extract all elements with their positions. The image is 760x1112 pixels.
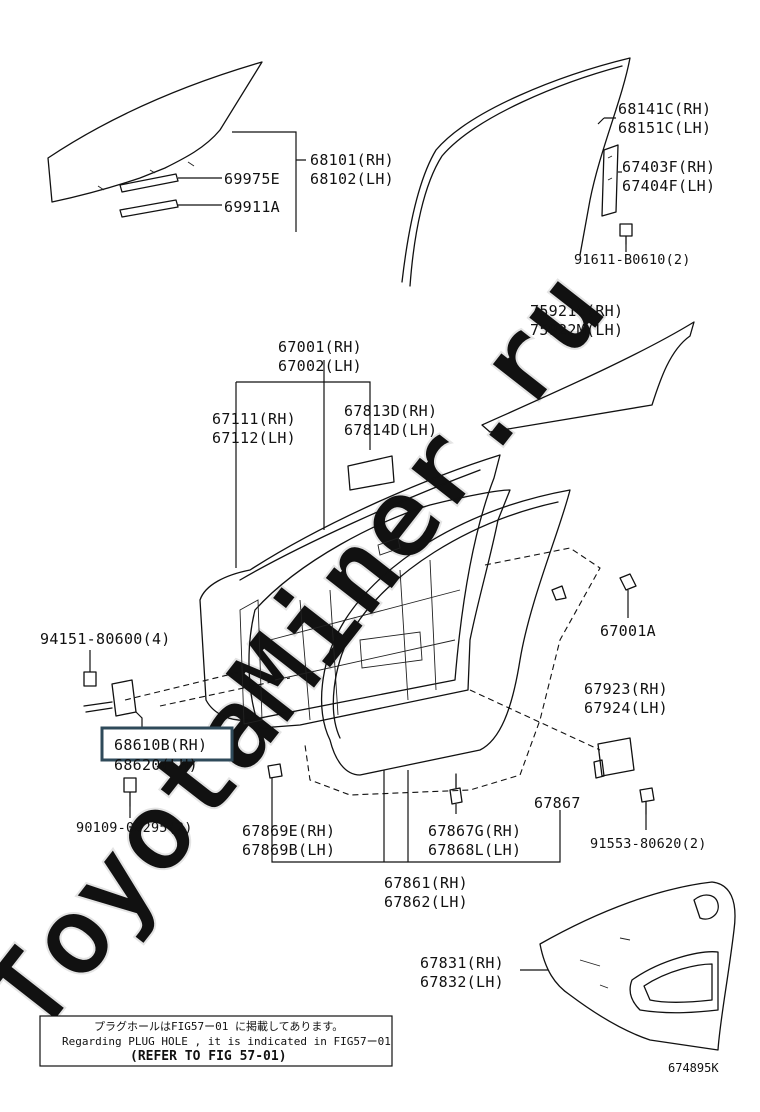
note-refer-link[interactable]: (REFER TO FIG 57-01) bbox=[130, 1049, 287, 1064]
note-japanese-text: プラグホールはFIG57ー01 に掲載してあります。 bbox=[94, 1019, 343, 1033]
label-91553-80620: 91553-80620(2) bbox=[590, 836, 707, 852]
label-69911a: 69911A bbox=[224, 198, 280, 216]
label-68101: 68101(RH) bbox=[310, 151, 394, 169]
label-67814d: 67814D(LH) bbox=[344, 421, 437, 439]
label-91611-b0610: 91611-B0610(2) bbox=[574, 252, 691, 268]
screw-91553-part[interactable] bbox=[639, 787, 655, 815]
label-67002: 67002(LH) bbox=[278, 357, 362, 375]
label-67832: 67832(LH) bbox=[420, 973, 504, 991]
door-frame-moulding-part[interactable] bbox=[401, 57, 631, 287]
door-glass-part[interactable] bbox=[47, 61, 263, 203]
highlight-box-68610b[interactable] bbox=[100, 726, 234, 762]
label-68102: 68102(LH) bbox=[310, 170, 394, 188]
label-68610b: 68610B(RH) bbox=[114, 736, 207, 754]
door-lock-actuator-part[interactable] bbox=[593, 737, 635, 779]
label-67868l: 67868L(LH) bbox=[428, 841, 521, 859]
weatherstrip-clip-part[interactable] bbox=[551, 585, 567, 601]
glass-channel-upper-part[interactable] bbox=[119, 173, 179, 193]
label-68620: 68620(LH) bbox=[114, 756, 198, 774]
note-box bbox=[39, 1015, 393, 1067]
clip-67869e-part[interactable] bbox=[267, 763, 283, 779]
label-67869b: 67869B(LH) bbox=[242, 841, 335, 859]
window-frame-garnish-part[interactable] bbox=[601, 144, 619, 217]
service-hole-cover-part[interactable] bbox=[347, 455, 395, 491]
clip-67001a-part[interactable] bbox=[619, 573, 637, 591]
screw-91611-part[interactable] bbox=[619, 223, 633, 245]
label-67867g: 67867G(RH) bbox=[428, 822, 521, 840]
glass-channel-lower-part[interactable] bbox=[119, 199, 179, 218]
label-67813d: 67813D(RH) bbox=[344, 402, 437, 420]
figure-number: 674895K bbox=[668, 1061, 719, 1075]
label-67924: 67924(LH) bbox=[584, 699, 668, 717]
label-67404f: 67404F(LH) bbox=[622, 177, 715, 195]
belt-moulding-part[interactable] bbox=[481, 321, 695, 433]
label-75921c: 75921C(RH) bbox=[530, 302, 623, 320]
label-67001: 67001(RH) bbox=[278, 338, 362, 356]
label-67111: 67111(RH) bbox=[212, 410, 296, 428]
label-90109-08295: 90109-08295(2) bbox=[76, 820, 193, 836]
door-trim-panel-part[interactable] bbox=[539, 881, 736, 1051]
label-67923: 67923(RH) bbox=[584, 680, 668, 698]
label-68141c: 68141C(RH) bbox=[618, 100, 711, 118]
bolt-94151-part[interactable] bbox=[83, 671, 97, 687]
label-67869e: 67869E(RH) bbox=[242, 822, 335, 840]
label-67403f: 67403F(RH) bbox=[622, 158, 715, 176]
label-68151c: 68151C(LH) bbox=[618, 119, 711, 137]
label-67862: 67862(LH) bbox=[384, 893, 468, 911]
label-67867: 67867 bbox=[534, 794, 581, 812]
door-weatherstrip-part[interactable] bbox=[321, 489, 571, 776]
label-67112: 67112(LH) bbox=[212, 429, 296, 447]
label-67001a: 67001A bbox=[600, 622, 656, 640]
label-94151-80600: 94151-80600(4) bbox=[40, 630, 171, 648]
bolt-90109-part[interactable] bbox=[123, 777, 137, 807]
clip-67867g-part[interactable] bbox=[449, 773, 463, 805]
label-67861: 67861(RH) bbox=[384, 874, 468, 892]
label-67831: 67831(RH) bbox=[420, 954, 504, 972]
label-75922m: 75922M(LH) bbox=[530, 321, 623, 339]
note-english-text: Regarding PLUG HOLE , it is indicated in… bbox=[62, 1035, 391, 1048]
label-69975e: 69975E bbox=[224, 170, 280, 188]
